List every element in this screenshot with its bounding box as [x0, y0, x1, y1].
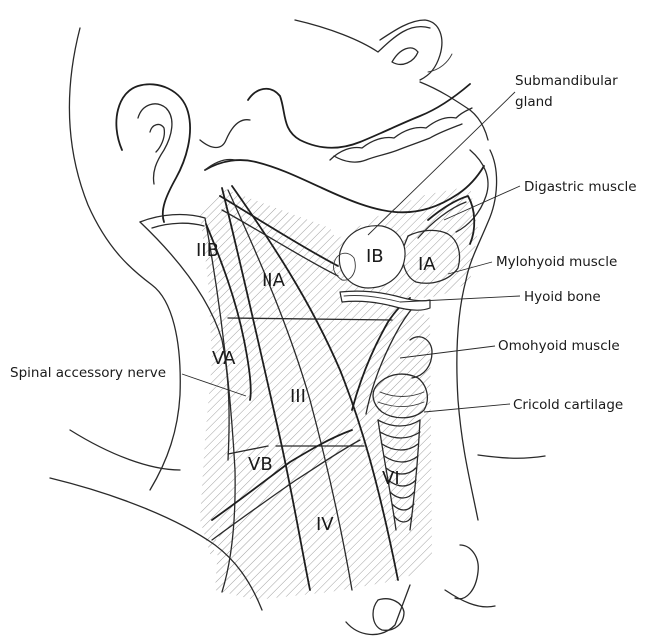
region-label-iii: III	[290, 386, 306, 407]
label-submandibular-line2: gland	[515, 94, 553, 110]
upper-teeth	[334, 124, 462, 162]
anterior-neck-outline	[457, 280, 478, 520]
ear-inner	[150, 125, 164, 152]
label-cricoid: Cricold cartilage	[513, 397, 623, 413]
face-top-outline	[295, 20, 430, 52]
label-mylohyoid: Mylohyoid muscle	[496, 254, 617, 270]
anterior-neck-outline-2	[478, 455, 545, 458]
ear-lobe	[200, 120, 250, 148]
ear-antihelix	[138, 104, 172, 184]
region-label-vb: VB	[248, 454, 273, 475]
label-spinal-accessory: Spinal accessory nerve	[10, 365, 166, 381]
region-label-iib: IIB	[196, 240, 219, 261]
region-label-iia: IIA	[262, 270, 286, 291]
region-label-ia: IA	[418, 254, 436, 275]
region-label-va: VA	[212, 348, 236, 369]
chest-outline	[455, 545, 478, 599]
label-omohyoid: Omohyoid muscle	[498, 338, 620, 354]
ear-helix	[116, 84, 190, 222]
leader-cricoid	[424, 404, 510, 412]
label-digastric: Digastric muscle	[524, 179, 637, 195]
region-label-vi: VI	[382, 468, 400, 489]
hatched-regions	[200, 186, 478, 600]
region-label-iv: IV	[316, 514, 334, 535]
nostril	[392, 48, 418, 64]
lower-teeth	[330, 108, 472, 160]
posterior-head-outline	[70, 28, 181, 490]
mandible-ramus	[248, 84, 470, 148]
trapezius-edge-inner	[152, 223, 204, 228]
label-submandibular-line1: Submandibular	[515, 73, 618, 89]
label-hyoid: Hyoid bone	[524, 289, 601, 305]
region-label-ib: IB	[366, 246, 384, 267]
